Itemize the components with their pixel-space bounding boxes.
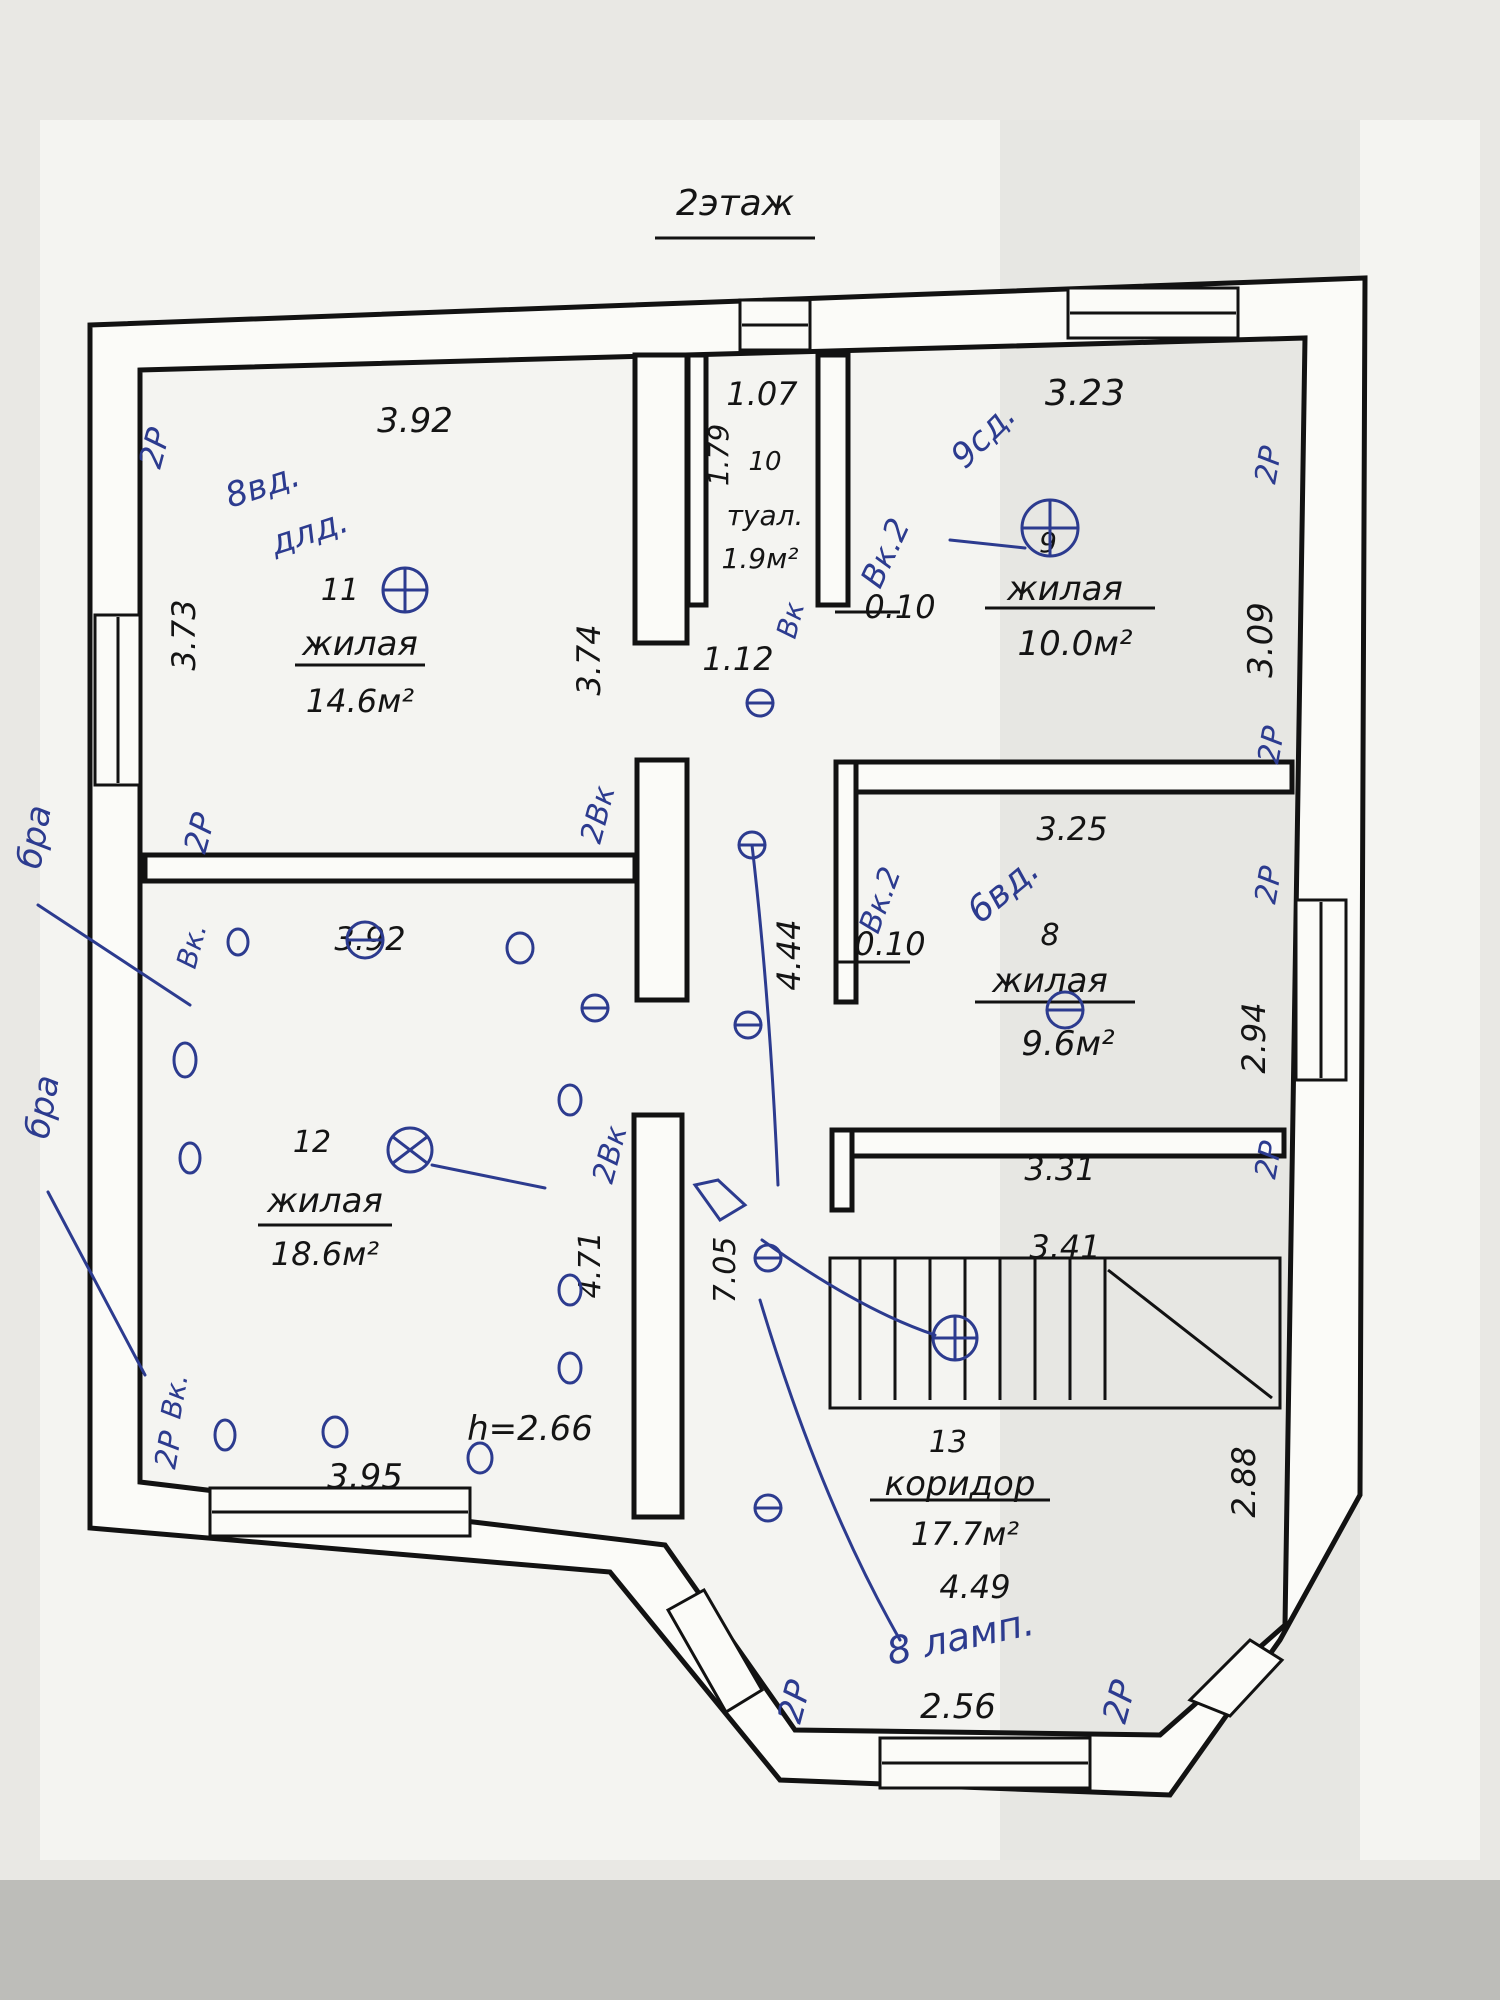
- dim-room11-right: 3.74: [570, 624, 608, 695]
- room9-area: 10.0м²: [1018, 624, 1133, 664]
- dim-stair-top: 3.41: [1029, 1228, 1100, 1266]
- dim-room9-wall: 0.10: [864, 588, 935, 626]
- ceiling-light-icon-room12: [386, 1126, 434, 1174]
- room13-number: 13: [929, 1425, 967, 1460]
- dim-room12-right: 4.71: [573, 1232, 608, 1299]
- dim-room8-bottom: 3.31: [1024, 1150, 1095, 1188]
- dim-room11-left: 3.73: [165, 599, 203, 670]
- room8-type: жилая: [991, 961, 1108, 1001]
- dim-toilet-length: 1.79: [702, 424, 735, 486]
- room8-number: 8: [1040, 918, 1059, 953]
- room11-area: 14.6м²: [306, 682, 414, 720]
- wall-9-8: [833, 759, 1295, 795]
- note-2r-room9-top: 2Р: [1248, 443, 1289, 487]
- spot-light-icons-corridor: [345, 688, 783, 1523]
- staircase: [828, 1256, 1282, 1410]
- small-ring-icons-room12: [172, 927, 583, 1475]
- switch-icon-corridor: [692, 1178, 748, 1222]
- wall-12-east: [631, 1112, 685, 1520]
- dim-corridor-total: 7.05: [708, 1237, 743, 1304]
- paper-sheet: [40, 120, 1480, 1860]
- pen-line-room9-switch: [948, 538, 1027, 550]
- pen-line-bra-top: [36, 903, 192, 1007]
- wall-11-east: [632, 352, 690, 646]
- scan-bottom-edge: [0, 1880, 1500, 2000]
- room9-number: 9: [1039, 526, 1057, 559]
- dim-corridor-bottom: 2.56: [920, 1687, 996, 1727]
- ceiling-light-icon-room11: [381, 566, 429, 614]
- window-bay-right: [1187, 1638, 1285, 1718]
- room11-number: 11: [321, 573, 359, 608]
- room11-type: жилая: [301, 624, 418, 664]
- room10-number: 10: [748, 447, 781, 477]
- dim-corridor-length: 4.44: [770, 919, 808, 990]
- ceiling-light-icon-room9: [1020, 498, 1080, 558]
- dim-toilet-width: 1.07: [726, 375, 798, 413]
- note-2r-room12: 2Р: [148, 1428, 189, 1472]
- pen-line-bra-bottom: [46, 1190, 147, 1377]
- wall-11-12: [142, 852, 638, 884]
- dim-corridor-upper: 1.12: [702, 640, 773, 678]
- room8-area: 9.6м²: [1021, 1024, 1115, 1064]
- room12-area: 18.6м²: [271, 1235, 379, 1273]
- note-2r-room8-bottom: 2Р: [1248, 1138, 1289, 1182]
- dim-room9-top: 3.23: [1045, 373, 1125, 414]
- dim-room12-bottom: 3.95: [327, 1457, 403, 1497]
- room10-type: туал.: [727, 499, 804, 532]
- wall-stair-west: [829, 1127, 855, 1213]
- room12-type: жилая: [266, 1181, 383, 1221]
- room9-type: жилая: [1006, 569, 1123, 609]
- wall-8-stair: [829, 1127, 1287, 1159]
- wall-pillar: [634, 757, 690, 1003]
- dim-room8-right: 2.94: [1235, 1002, 1273, 1073]
- note-vk-room12-bottom: Вк.: [154, 1371, 194, 1421]
- note-2r-room9-bottom: 2Р: [1251, 723, 1292, 767]
- floor-title: 2этаж: [676, 183, 795, 224]
- room10-area: 1.9м²: [722, 542, 799, 575]
- ceiling-height: h=2.66: [467, 1409, 593, 1449]
- room13-area: 17.7м²: [911, 1515, 1019, 1553]
- window-bay-left: [665, 1587, 765, 1715]
- room13-type: коридор: [885, 1464, 1036, 1504]
- dim-corridor-right: 2.88: [1225, 1446, 1263, 1517]
- dim-room11-top: 3.92: [377, 401, 453, 441]
- wall-8-west: [833, 759, 859, 1005]
- pen-line-stair-light: [760, 1238, 937, 1337]
- ceiling-light-icon-room8: [1045, 990, 1085, 1030]
- dim-room8-top: 3.25: [1036, 810, 1107, 848]
- pen-line-corridor-spots: [750, 843, 780, 1187]
- dim-corridor-mid: 4.49: [939, 1568, 1010, 1606]
- wall-toilet-east: [815, 352, 851, 608]
- note-2r-room8-top: 2Р: [1248, 863, 1289, 907]
- pen-line-lamps: [758, 1298, 902, 1642]
- dim-room9-right: 3.09: [1241, 602, 1281, 678]
- ceiling-light-icon-stair: [931, 1314, 979, 1362]
- wall-toilet-west: [685, 352, 709, 608]
- dim-room8-wall: 0.10: [854, 925, 925, 963]
- room12-number: 12: [293, 1125, 331, 1160]
- pen-line-room12-switch: [430, 1163, 547, 1190]
